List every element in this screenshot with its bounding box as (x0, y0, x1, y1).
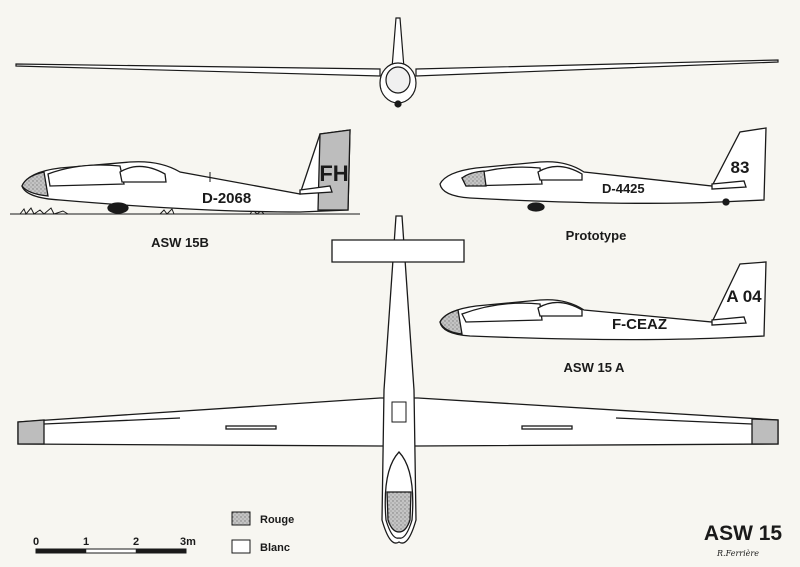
asw15b-side-view (10, 129, 360, 215)
artist-signature: R.Ferrière (716, 549, 759, 558)
plan-view-right-airbrake (521, 425, 573, 430)
caption-asw15b: ASW 15B (151, 235, 209, 250)
asw15b-fuselage (21, 129, 351, 213)
asw15a-fuselage (439, 261, 767, 341)
asw15b-registration: D-2068 (202, 190, 251, 207)
caption-asw15a: ASW 15 A (564, 360, 626, 375)
scale-tick-0: 0 (33, 536, 39, 548)
prototype-side-view (439, 127, 767, 212)
legend-swatch-blanc (231, 539, 251, 554)
asw15a-side-view (439, 261, 767, 341)
legend-label-rouge: Rouge (260, 514, 294, 526)
legend: Rouge Blanc (231, 511, 294, 554)
scale-tick-2: 2 (133, 536, 139, 548)
plan-view-cockpit-rouge (386, 491, 412, 533)
plan-view-hatch (391, 401, 407, 423)
front-view-wheel (394, 100, 402, 108)
asw15a-nose-rouge (439, 309, 463, 335)
scale-bar-segment-3 (135, 548, 187, 554)
asw15b-nose-rouge (21, 171, 49, 197)
scale-bar: 0 1 2 3m (33, 536, 196, 554)
prototype-tailplane (711, 180, 747, 190)
plan-view-tailplane (331, 239, 465, 263)
asw15b-ground (10, 207, 360, 215)
prototype-fin-number: 83 (731, 158, 750, 177)
asw15b-fin-letters: FH (319, 161, 348, 186)
plan-view-right-aileron (615, 417, 753, 425)
plan-view (17, 215, 779, 544)
plan-view-right-tip-rouge (751, 418, 779, 445)
prototype-canopy-rear (537, 165, 583, 181)
prototype-registration: D-4425 (602, 181, 645, 196)
front-view-fin (391, 17, 405, 69)
legend-swatch-rouge (231, 511, 251, 526)
asw15a-tailplane (711, 316, 747, 326)
front-view-wing (15, 59, 779, 77)
scale-tick-3: 3m (180, 536, 196, 548)
prototype-tailwheel (722, 198, 730, 206)
plan-view-fuselage (381, 215, 417, 544)
scale-tick-1: 1 (83, 536, 89, 548)
front-view (15, 17, 779, 108)
asw15b-tailplane (299, 185, 333, 195)
caption-prototype: Prototype (566, 228, 627, 243)
legend-label-blanc: Blanc (260, 542, 290, 554)
plan-view-left-aileron (43, 417, 181, 425)
asw15a-canopy-rear (537, 301, 583, 317)
prototype-nose-shading (461, 170, 487, 187)
asw15b-canopy-rear (119, 165, 167, 183)
prototype-wheel (527, 202, 545, 212)
plan-view-left-airbrake (225, 425, 277, 430)
drawing-title: ASW 15 (704, 522, 783, 545)
asw15b-wheel (107, 202, 129, 214)
asw15a-fin-number: A 04 (726, 287, 762, 306)
scale-bar-segment-1 (35, 548, 87, 554)
plan-view-left-tip-rouge (17, 419, 45, 445)
asw15a-registration: F-CEAZ (612, 316, 667, 333)
front-view-canopy (385, 66, 411, 94)
